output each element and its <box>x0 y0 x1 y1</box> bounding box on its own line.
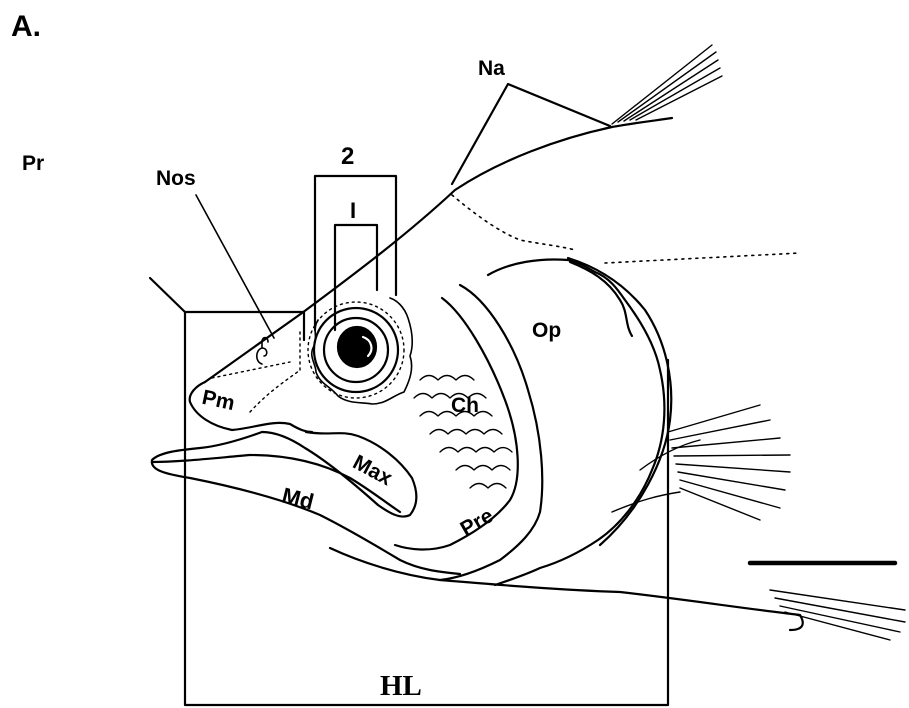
pupil <box>338 327 376 367</box>
pelvic-fin <box>770 590 905 640</box>
label-1: I <box>350 200 356 222</box>
frame-top <box>185 312 304 340</box>
dorsal-outline <box>205 118 672 382</box>
nostril <box>257 338 268 365</box>
pectoral-fin <box>612 405 790 520</box>
head-length-frame <box>185 312 668 705</box>
label-op: Op <box>532 320 561 341</box>
preorbital-tick <box>150 278 185 312</box>
nostril-leader <box>196 195 274 338</box>
panel-label: A. <box>11 12 41 42</box>
dotted-lateral-line <box>605 253 800 263</box>
label-hl: HL <box>380 672 422 701</box>
label-pr: Pr <box>22 153 44 174</box>
preopercle-outer <box>440 285 542 580</box>
cheek-scales <box>414 376 512 489</box>
dotted-nape-line <box>452 195 575 250</box>
label-2: 2 <box>341 145 354 169</box>
label-nos: Nos <box>156 168 196 189</box>
label-ch: Ch <box>451 395 479 416</box>
orbit-box-inner <box>335 225 377 330</box>
dorsal-fin <box>612 45 722 124</box>
label-na: Na <box>478 58 505 79</box>
opercle <box>488 260 664 585</box>
